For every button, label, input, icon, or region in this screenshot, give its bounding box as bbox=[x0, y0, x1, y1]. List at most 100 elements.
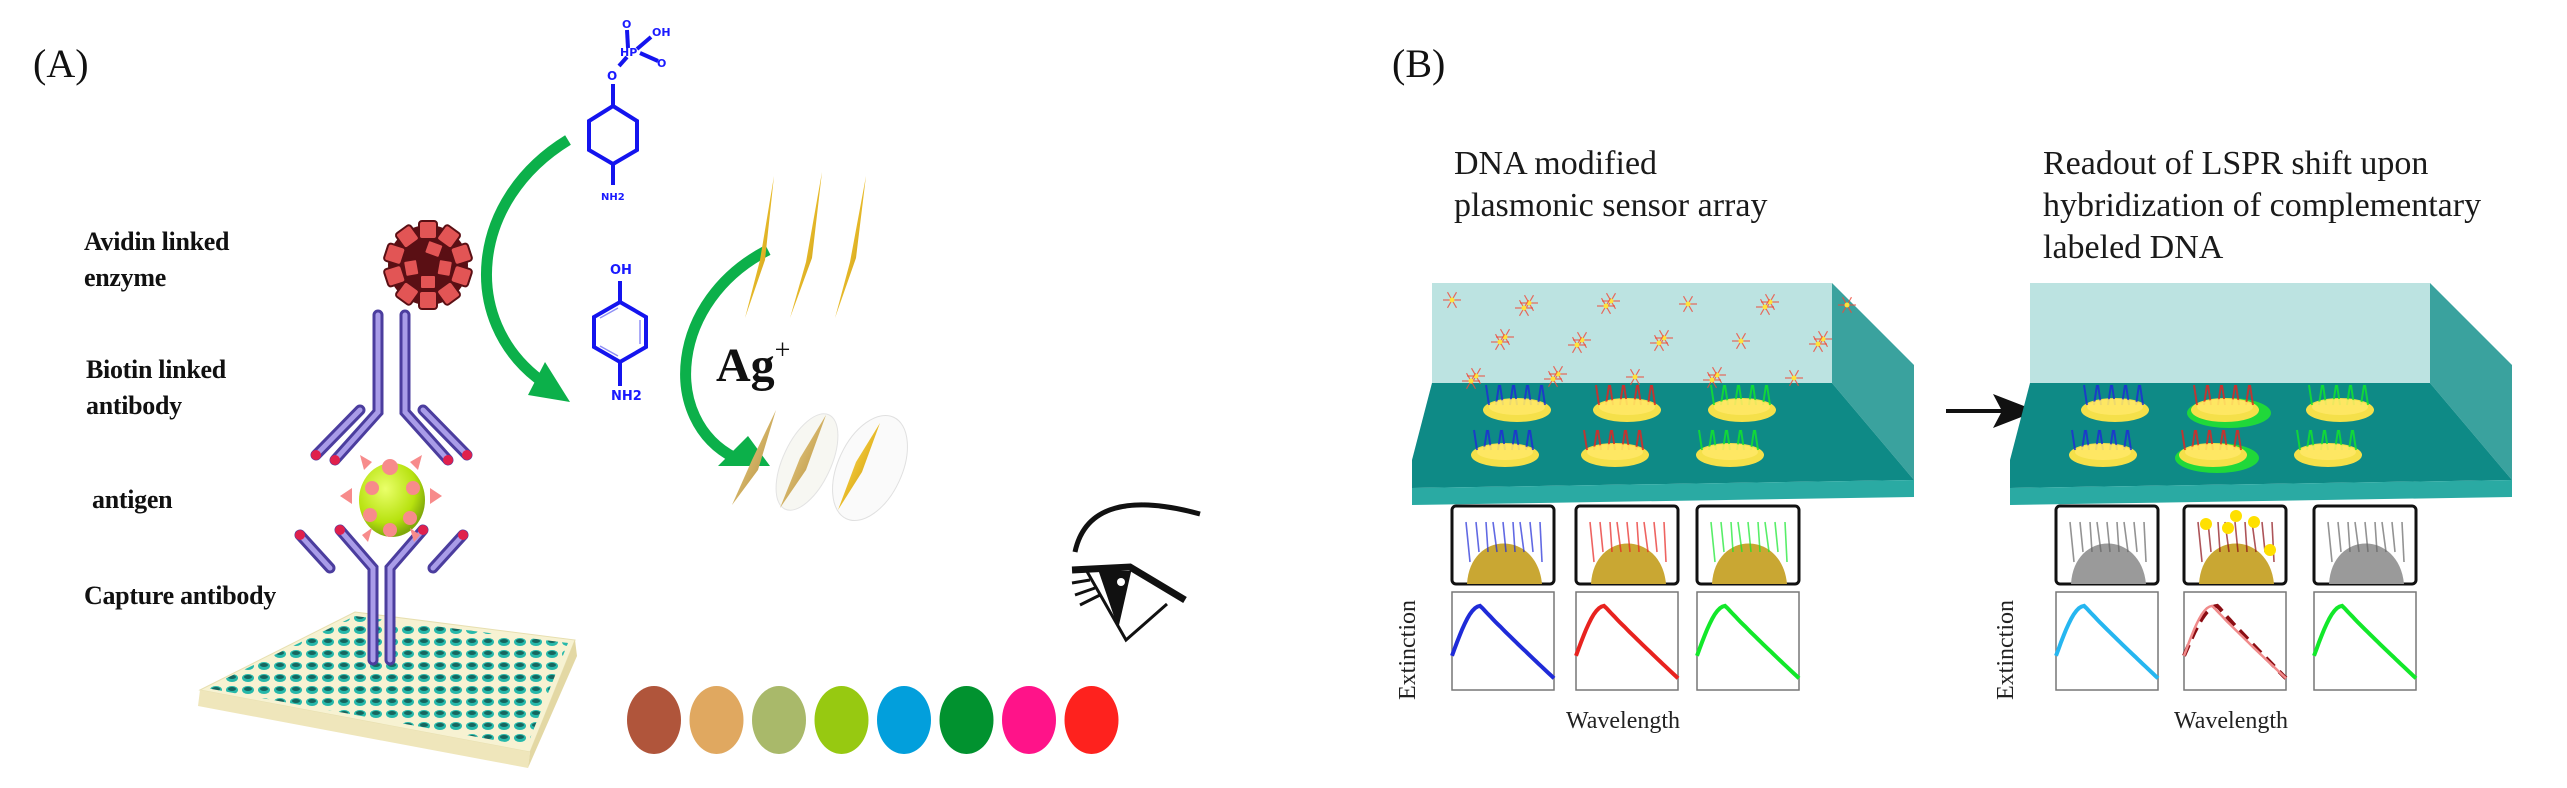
dna-strand bbox=[2139, 384, 2144, 406]
labeled-dna bbox=[1568, 336, 1586, 354]
color-swatch bbox=[752, 686, 806, 754]
label-dot bbox=[2222, 522, 2234, 534]
before-inset-3 bbox=[1695, 504, 1801, 691]
nanoparticle-tops bbox=[2312, 399, 2368, 415]
before-inset-2 bbox=[1574, 504, 1680, 691]
dna-strand bbox=[1473, 429, 1478, 451]
dna-strand bbox=[2354, 521, 2360, 553]
dna-strand bbox=[1737, 521, 1743, 553]
dna-strand bbox=[1465, 521, 1471, 563]
atom-o2: O bbox=[657, 57, 666, 70]
label-dot bbox=[2264, 544, 2276, 556]
atom-oh: OH bbox=[652, 26, 671, 39]
color-swatch bbox=[627, 686, 681, 754]
silver-symbol: Ag bbox=[716, 339, 775, 392]
atom-oh-bottom: OH bbox=[610, 263, 632, 278]
nanoparticle-tops bbox=[2300, 444, 2356, 460]
nanoparticle-tops bbox=[1489, 399, 1545, 415]
nanoparticle-tops bbox=[2197, 399, 2253, 415]
labeled-dna bbox=[1650, 334, 1668, 352]
sensor-array-before bbox=[1412, 283, 1914, 505]
dna-strand bbox=[2106, 521, 2111, 553]
labeled-dna bbox=[1703, 371, 1721, 389]
dna-strand bbox=[2244, 521, 2248, 553]
dna-strand bbox=[2401, 521, 2405, 563]
dna-strand bbox=[2089, 521, 2093, 553]
plot-frame bbox=[1451, 591, 1555, 691]
dna-strand bbox=[1599, 521, 1604, 553]
dna-strand bbox=[1698, 429, 1703, 451]
nanoparticle bbox=[2071, 543, 2146, 584]
nanoparticle bbox=[1467, 543, 1542, 584]
spectrum-line bbox=[2182, 604, 2287, 680]
dna-strand bbox=[2069, 521, 2075, 563]
array-substrate-edge bbox=[2010, 480, 2512, 505]
labeled-dna bbox=[1756, 298, 1774, 316]
nanoparticle bbox=[1712, 543, 1787, 584]
atom-ester-o: O bbox=[607, 69, 617, 83]
labeled-dna bbox=[1544, 370, 1562, 388]
dna-strand bbox=[1750, 429, 1755, 451]
label-dot bbox=[2230, 510, 2242, 522]
dna-strand bbox=[1663, 521, 1667, 563]
array-substrate-edge bbox=[1412, 480, 1914, 505]
dna-strand bbox=[1710, 521, 1716, 563]
dna-strand bbox=[1636, 521, 1640, 553]
dna-strand bbox=[1635, 429, 1640, 451]
silver-ion-label: Ag+ bbox=[716, 335, 790, 393]
array-back-wall bbox=[2030, 283, 2430, 383]
nanoparticle bbox=[1591, 543, 1666, 584]
spectrum-line bbox=[2312, 603, 2418, 680]
dna-strand bbox=[1651, 384, 1656, 406]
label-biotin-antibody: Biotin linked antibody bbox=[86, 352, 226, 424]
nanostars-silver-coated bbox=[732, 410, 908, 522]
panel-b-label: (B) bbox=[1392, 41, 1446, 86]
dna-strand bbox=[1784, 521, 1788, 563]
dna-strand bbox=[2374, 521, 2378, 553]
dna-strand bbox=[2296, 429, 2301, 451]
dna-strand bbox=[2327, 521, 2333, 563]
dna-strand bbox=[2360, 384, 2365, 406]
dna-strand bbox=[2083, 384, 2088, 406]
eye-icon bbox=[1071, 502, 1201, 643]
label-capture-antibody: Capture antibody bbox=[84, 581, 276, 610]
capture-antibody bbox=[294, 524, 469, 666]
dna-strand bbox=[2271, 521, 2275, 563]
dna-strand bbox=[1512, 521, 1516, 553]
dna-strand bbox=[1747, 521, 1752, 553]
labeled-dna bbox=[1809, 335, 1827, 353]
dna-strand bbox=[1639, 429, 1644, 451]
nanoparticle-tops bbox=[2185, 444, 2241, 460]
labeled-dna bbox=[1462, 372, 1480, 390]
dna-strand bbox=[2135, 384, 2140, 406]
dna-strand bbox=[2116, 521, 2120, 553]
dna-strand bbox=[2234, 521, 2239, 553]
dna-strand bbox=[1643, 521, 1649, 553]
molecule-aminophenol-double-bonds bbox=[599, 307, 641, 357]
labeled-dna bbox=[1785, 369, 1803, 387]
panel-a-label: (A) bbox=[33, 41, 89, 86]
dna-strand bbox=[1583, 429, 1588, 451]
sensor-array-after bbox=[2010, 283, 2512, 505]
panel-a-graphics: O OH HP O O NH2 OH NH2 bbox=[198, 18, 1201, 768]
dna-strand bbox=[1492, 521, 1498, 553]
dna-strand bbox=[2133, 521, 2138, 553]
y-axis-label-before: Extinction bbox=[1395, 600, 1421, 700]
dna-strand bbox=[1485, 521, 1489, 553]
color-swatch bbox=[1064, 686, 1119, 754]
array-back-wall bbox=[1432, 283, 1832, 383]
transition-arrow bbox=[1946, 394, 2037, 428]
title-before-line1: DNA modified bbox=[1454, 145, 1658, 182]
labeled-dna bbox=[1732, 332, 1750, 350]
array-side-wall bbox=[1832, 283, 1914, 480]
labeled-dna bbox=[1443, 291, 1461, 309]
dna-strand bbox=[2123, 429, 2128, 451]
dna-strand bbox=[1774, 521, 1779, 553]
label-antigen: antigen bbox=[92, 485, 173, 514]
labeled-dna bbox=[1838, 296, 1856, 314]
dna-strand bbox=[1485, 384, 1490, 406]
before-inset-1 bbox=[1450, 504, 1556, 691]
antigen bbox=[340, 455, 442, 542]
